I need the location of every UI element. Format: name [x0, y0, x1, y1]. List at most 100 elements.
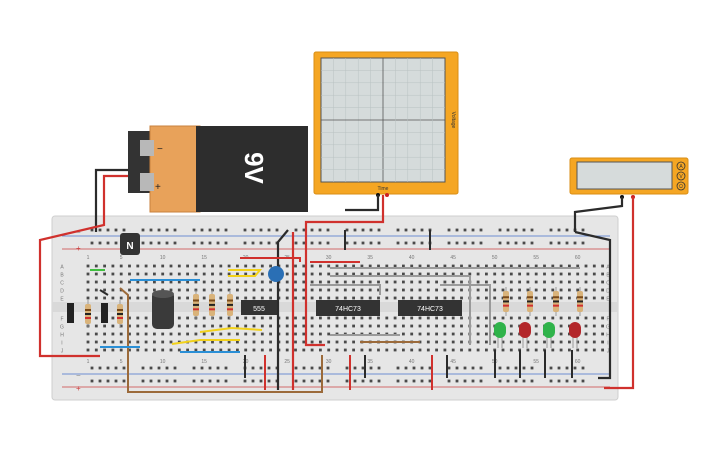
breadboard-hole[interactable]: [476, 348, 480, 352]
breadboard-hole[interactable]: [402, 288, 405, 292]
breadboard-hole[interactable]: [543, 296, 546, 300]
rail-hole[interactable]: [353, 228, 357, 232]
breadboard-hole[interactable]: [385, 348, 389, 352]
breadboard-hole[interactable]: [534, 288, 538, 292]
breadboard-hole[interactable]: [485, 324, 488, 328]
breadboard-hole[interactable]: [161, 272, 165, 276]
breadboard-hole[interactable]: [177, 348, 181, 352]
breadboard-hole[interactable]: [485, 316, 488, 320]
breadboard-hole[interactable]: [227, 348, 231, 352]
breadboard-hole[interactable]: [119, 272, 123, 276]
breadboard-hole[interactable]: [460, 296, 463, 300]
breadboard-hole[interactable]: [194, 272, 198, 276]
breadboard-hole[interactable]: [260, 264, 264, 268]
rail-hole[interactable]: [326, 366, 330, 370]
rail-hole[interactable]: [463, 379, 467, 383]
rail-hole[interactable]: [565, 366, 569, 370]
breadboard-hole[interactable]: [551, 348, 555, 352]
breadboard-hole[interactable]: [443, 332, 447, 336]
rail-hole[interactable]: [165, 228, 169, 232]
rail-hole[interactable]: [114, 379, 118, 383]
breadboard-hole[interactable]: [402, 348, 405, 352]
breadboard-hole[interactable]: [269, 348, 272, 352]
breadboard-hole[interactable]: [559, 324, 563, 328]
breadboard-hole[interactable]: [443, 324, 447, 328]
multimeter-mode-button[interactable]: [676, 171, 686, 181]
breadboard-hole[interactable]: [451, 316, 455, 320]
breadboard-hole[interactable]: [294, 280, 297, 284]
breadboard-hole[interactable]: [584, 324, 588, 328]
rail-hole[interactable]: [106, 241, 110, 245]
resistor[interactable]: [577, 287, 583, 316]
breadboard-hole[interactable]: [327, 272, 331, 276]
breadboard-hole[interactable]: [343, 264, 347, 268]
breadboard-hole[interactable]: [94, 288, 98, 292]
breadboard-hole[interactable]: [443, 316, 447, 320]
rail-hole[interactable]: [149, 241, 153, 245]
breadboard-hole[interactable]: [86, 264, 90, 268]
oscilloscope-probe-terminal[interactable]: [385, 193, 389, 197]
rail-hole[interactable]: [530, 366, 534, 370]
breadboard-hole[interactable]: [144, 288, 148, 292]
rail-hole[interactable]: [412, 241, 416, 245]
breadboard-hole[interactable]: [94, 272, 98, 276]
breadboard-hole[interactable]: [302, 316, 306, 320]
breadboard-hole[interactable]: [485, 340, 488, 344]
rail-hole[interactable]: [565, 241, 569, 245]
breadboard-hole[interactable]: [360, 272, 364, 276]
breadboard-hole[interactable]: [128, 280, 131, 284]
electrolytic-capacitor[interactable]: [152, 290, 174, 329]
breadboard-hole[interactable]: [402, 332, 405, 336]
breadboard-hole[interactable]: [601, 296, 604, 300]
breadboard-hole[interactable]: [592, 280, 596, 284]
rail-hole[interactable]: [90, 366, 94, 370]
breadboard-hole[interactable]: [468, 348, 472, 352]
breadboard-hole[interactable]: [534, 324, 538, 328]
breadboard-hole[interactable]: [335, 340, 339, 344]
breadboard-hole[interactable]: [194, 332, 198, 336]
breadboard-hole[interactable]: [418, 264, 422, 268]
breadboard-hole[interactable]: [161, 288, 165, 292]
breadboard-hole[interactable]: [186, 272, 189, 276]
rail-hole[interactable]: [302, 366, 306, 370]
breadboard-hole[interactable]: [451, 348, 455, 352]
breadboard-hole[interactable]: [518, 280, 521, 284]
breadboard-hole[interactable]: [128, 316, 131, 320]
breadboard-hole[interactable]: [426, 296, 430, 300]
breadboard-hole[interactable]: [426, 280, 430, 284]
breadboard-hole[interactable]: [211, 324, 214, 328]
led[interactable]: [519, 322, 531, 348]
breadboard-hole[interactable]: [219, 264, 223, 268]
rail-hole[interactable]: [310, 366, 314, 370]
breadboard-hole[interactable]: [418, 348, 422, 352]
breadboard-hole[interactable]: [418, 296, 422, 300]
rail-hole[interactable]: [208, 379, 212, 383]
breadboard-hole[interactable]: [592, 264, 596, 268]
breadboard-hole[interactable]: [211, 340, 214, 344]
rail-hole[interactable]: [302, 228, 306, 232]
breadboard-hole[interactable]: [352, 296, 355, 300]
led[interactable]: [569, 322, 581, 348]
breadboard-hole[interactable]: [410, 280, 414, 284]
rail-hole[interactable]: [294, 228, 298, 232]
ic-555[interactable]: 555: [241, 300, 277, 315]
breadboard-hole[interactable]: [236, 316, 239, 320]
rail-hole[interactable]: [455, 379, 459, 383]
rail-hole[interactable]: [557, 228, 561, 232]
breadboard-hole[interactable]: [285, 324, 289, 328]
breadboard-hole[interactable]: [319, 332, 322, 336]
breadboard-hole[interactable]: [343, 280, 347, 284]
wire-red[interactable]: [604, 197, 635, 390]
rail-hole[interactable]: [353, 241, 357, 245]
breadboard-hole[interactable]: [285, 288, 289, 292]
breadboard-hole[interactable]: [468, 272, 472, 276]
breadboard-hole[interactable]: [103, 280, 106, 284]
breadboard-hole[interactable]: [144, 316, 148, 320]
ic-74hc73-second[interactable]: 74HC73: [398, 300, 462, 316]
breadboard-hole[interactable]: [426, 316, 430, 320]
rail-hole[interactable]: [514, 379, 518, 383]
breadboard-hole[interactable]: [86, 272, 90, 276]
rail-hole[interactable]: [420, 228, 424, 232]
breadboard-hole[interactable]: [269, 340, 272, 344]
breadboard-hole[interactable]: [144, 264, 148, 268]
